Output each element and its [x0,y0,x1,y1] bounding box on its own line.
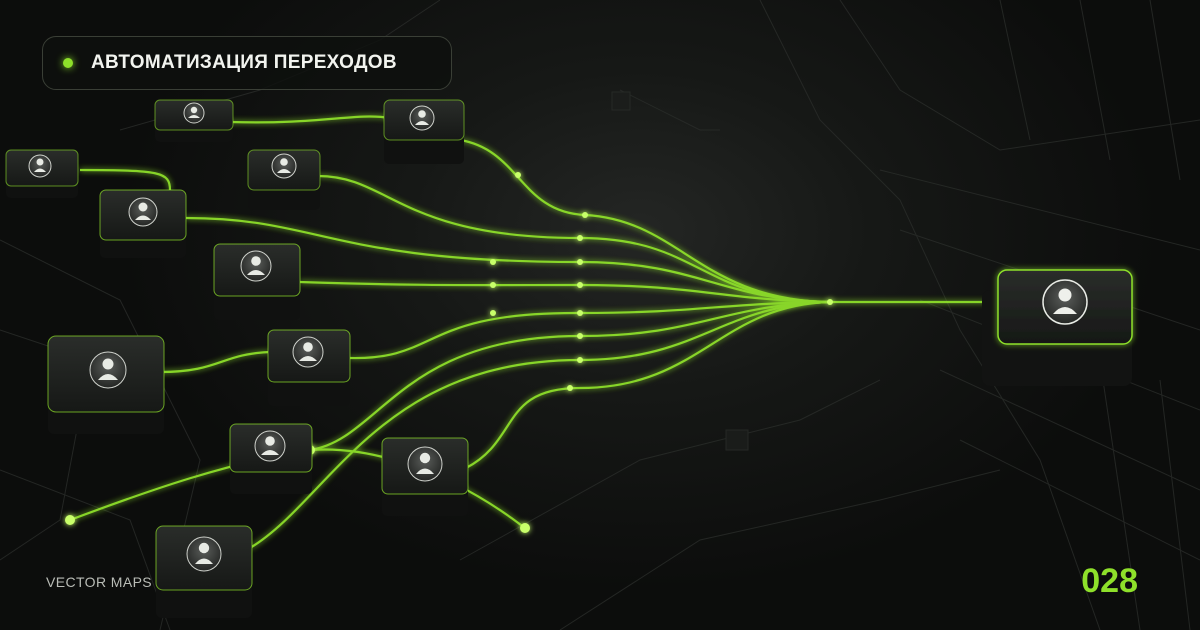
connection-lines [69,115,1000,549]
network-node [247,149,321,210]
topic-badge: АВТОМАТИЗАЦИЯ ПЕРЕХОДОВ [42,36,452,90]
user-icon [407,446,443,482]
network-node [155,525,253,618]
network-node [99,189,187,258]
network-nodes [5,99,1133,618]
issue-number: 028 [1081,562,1138,600]
user-icon [183,102,205,124]
brand-label: VECTOR MAPS [46,574,153,590]
network-node [383,99,465,164]
network-node [381,437,469,516]
user-icon [1042,279,1088,325]
user-icon [409,105,435,131]
user-icon [254,430,286,462]
user-icon [89,351,127,389]
network-node [229,423,313,494]
dot-icon [63,58,73,68]
destination-node [982,269,1133,386]
user-icon [292,336,324,368]
user-icon [28,154,52,178]
topic-badge-label: АВТОМАТИЗАЦИЯ ПЕРЕХОДОВ [91,52,397,73]
network-node [47,335,165,434]
network-node [267,329,351,406]
user-icon [271,153,297,179]
user-icon [128,197,158,227]
user-icon [186,536,222,572]
network-node [5,149,79,198]
network-node [213,243,301,320]
user-icon [240,250,272,282]
network-node [154,99,234,142]
